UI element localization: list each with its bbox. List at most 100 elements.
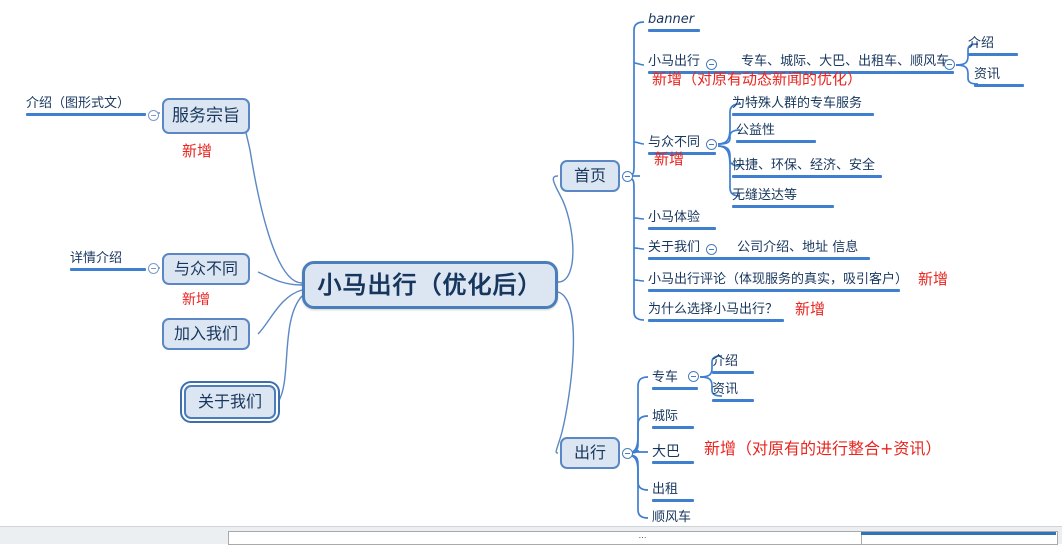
underline-rule: [648, 226, 716, 230]
underline-rule: [732, 174, 882, 178]
private-car-child-intro[interactable]: 介绍: [708, 350, 756, 375]
annotation-be-different-left: 新增: [182, 292, 210, 308]
private-car-child-intro-label: 介绍: [712, 354, 739, 369]
be-different-child-qualities-label: 快捷、环保、经济、安全: [732, 158, 876, 173]
node-be-different-left-label: 与众不同: [173, 259, 238, 278]
collapse-toggle-home[interactable]: [622, 171, 633, 182]
home-item-why-choose-label: 为什么选择小马出行？: [648, 302, 779, 317]
underline-rule: [648, 288, 900, 292]
home-item-about-us-detail: 公司介绍、地址 信息: [737, 240, 859, 255]
home-item-reviews-label: 小马出行评论（体现服务的真实，吸引客户）: [648, 272, 909, 287]
root-node[interactable]: 小马出行（优化后）: [302, 261, 558, 309]
collapse-toggle-travel[interactable]: [622, 448, 633, 459]
underline-rule: [648, 318, 784, 322]
collapse-toggle-service-purpose[interactable]: [148, 110, 159, 121]
private-car-child-news[interactable]: 资讯: [708, 378, 756, 403]
travel-item-private-car[interactable]: 专车: [648, 366, 700, 391]
node-about-us-left[interactable]: 关于我们: [184, 385, 276, 419]
travel-item-bus-label: 大巴: [652, 444, 680, 460]
underline-rule: [652, 498, 694, 502]
annotation-travel: 新增（对原有的进行整合+资讯）: [704, 439, 942, 458]
home-item-about-us[interactable]: 关于我们 公司介绍、地址 信息: [644, 236, 872, 261]
be-different-child-charity-label: 公益性: [736, 123, 776, 138]
annotation-home-why-choose: 新增: [795, 300, 826, 318]
collapse-toggle-xiaoma-travel[interactable]: [706, 59, 717, 70]
underline-rule: [648, 70, 954, 74]
underline-rule: [712, 370, 754, 374]
node-travel-label: 出行: [573, 443, 606, 462]
home-item-xiaoma-travel-label: 小马出行: [648, 54, 701, 69]
home-item-experience[interactable]: 小马体验: [644, 206, 718, 231]
home-item-be-different[interactable]: 与众不同: [644, 131, 718, 156]
node-join-us[interactable]: 加入我们: [162, 318, 250, 350]
travel-item-taxi[interactable]: 出租: [648, 478, 696, 503]
annotation-home-reviews: 新增: [918, 270, 949, 288]
xiaoma-travel-child-news[interactable]: 资讯: [970, 63, 1026, 88]
node-about-us-left-label: 关于我们: [197, 392, 262, 411]
underline-rule: [968, 52, 1018, 56]
home-item-be-different-label: 与众不同: [648, 135, 701, 150]
private-car-child-news-label: 资讯: [712, 382, 739, 397]
underline-rule: [652, 386, 698, 390]
node-join-us-label: 加入我们: [173, 324, 238, 343]
collapse-toggle-be-different-left[interactable]: [148, 263, 159, 274]
travel-item-private-car-label: 专车: [652, 370, 679, 385]
node-travel[interactable]: 出行: [560, 437, 620, 469]
underline-rule: [648, 151, 716, 155]
annotation-home-be-different: 新增: [654, 150, 685, 168]
underline-rule: [732, 204, 834, 208]
leaf-service-purpose-intro-label: 介绍（图形式文）: [26, 96, 131, 111]
underline-rule: [652, 425, 694, 429]
node-home-label: 首页: [573, 166, 606, 185]
underline-rule: [648, 28, 700, 32]
travel-item-taxi-label: 出租: [652, 482, 679, 497]
travel-item-bus[interactable]: 大巴: [648, 441, 696, 465]
underline-rule: [712, 398, 754, 402]
home-item-experience-label: 小马体验: [648, 210, 701, 225]
leaf-be-different-detail[interactable]: 详情介绍: [66, 247, 148, 272]
be-different-child-special[interactable]: 为特殊人群的专车服务: [728, 92, 876, 117]
underline-rule: [652, 461, 694, 465]
xiaoma-travel-child-news-label: 资讯: [974, 67, 1001, 82]
node-home[interactable]: 首页: [560, 160, 620, 192]
home-item-why-choose[interactable]: 为什么选择小马出行？: [644, 298, 786, 323]
leaf-service-purpose-intro[interactable]: 介绍（图形式文）: [22, 92, 148, 117]
annotation-service-purpose: 新增: [182, 142, 213, 160]
home-item-xiaoma-travel[interactable]: 小马出行 专车、城际、大巴、出租车、顺风车: [644, 50, 956, 75]
root-node-label: 小马出行（优化后）: [317, 271, 543, 299]
collapse-toggle-home-about-us[interactable]: [706, 244, 717, 255]
home-item-about-us-label: 关于我们: [648, 240, 701, 255]
collapse-toggle-home-be-different[interactable]: [706, 139, 717, 150]
status-bar-progress: [861, 532, 1056, 535]
collapse-toggle-private-car[interactable]: [688, 371, 699, 382]
underline-rule: [648, 256, 870, 260]
xiaoma-travel-child-intro[interactable]: 介绍: [964, 32, 1020, 57]
collapse-toggle-xiaoma-travel-sub[interactable]: [944, 59, 955, 70]
status-bar-handle-icon[interactable]: ⋯: [638, 533, 648, 542]
be-different-child-seamless[interactable]: 无缝送达等: [728, 184, 836, 209]
be-different-child-charity[interactable]: 公益性: [732, 119, 818, 144]
status-bar-track[interactable]: ⋯: [228, 531, 1058, 545]
bottom-status-bar: ⋯: [0, 526, 1062, 545]
node-service-purpose[interactable]: 服务宗旨: [162, 98, 250, 134]
be-different-child-qualities[interactable]: 快捷、环保、经济、安全: [728, 154, 884, 179]
be-different-child-seamless-label: 无缝送达等: [732, 188, 798, 203]
node-be-different-left[interactable]: 与众不同: [162, 253, 250, 285]
status-bar-divider: [861, 532, 862, 544]
home-item-xiaoma-travel-detail: 专车、城际、大巴、出租车、顺风车: [741, 54, 950, 69]
travel-item-intercity-label: 城际: [652, 409, 679, 424]
underline-rule: [26, 112, 146, 116]
leaf-be-different-detail-label: 详情介绍: [70, 251, 123, 266]
annotation-xiaoma-travel: 新增（对原有动态新闻的优化）: [652, 70, 863, 88]
travel-item-intercity[interactable]: 城际: [648, 405, 696, 430]
xiaoma-travel-child-intro-label: 介绍: [968, 36, 995, 51]
home-item-reviews[interactable]: 小马出行评论（体现服务的真实，吸引客户）: [644, 268, 908, 293]
travel-item-ride-share-label: 顺风车: [652, 510, 692, 525]
underline-rule: [732, 112, 874, 116]
underline-rule: [974, 83, 1024, 87]
node-service-purpose-label: 服务宗旨: [172, 105, 240, 126]
be-different-child-special-label: 为特殊人群的专车服务: [732, 96, 863, 111]
home-item-banner-label: banner: [648, 12, 695, 27]
home-item-banner[interactable]: banner: [644, 8, 702, 33]
